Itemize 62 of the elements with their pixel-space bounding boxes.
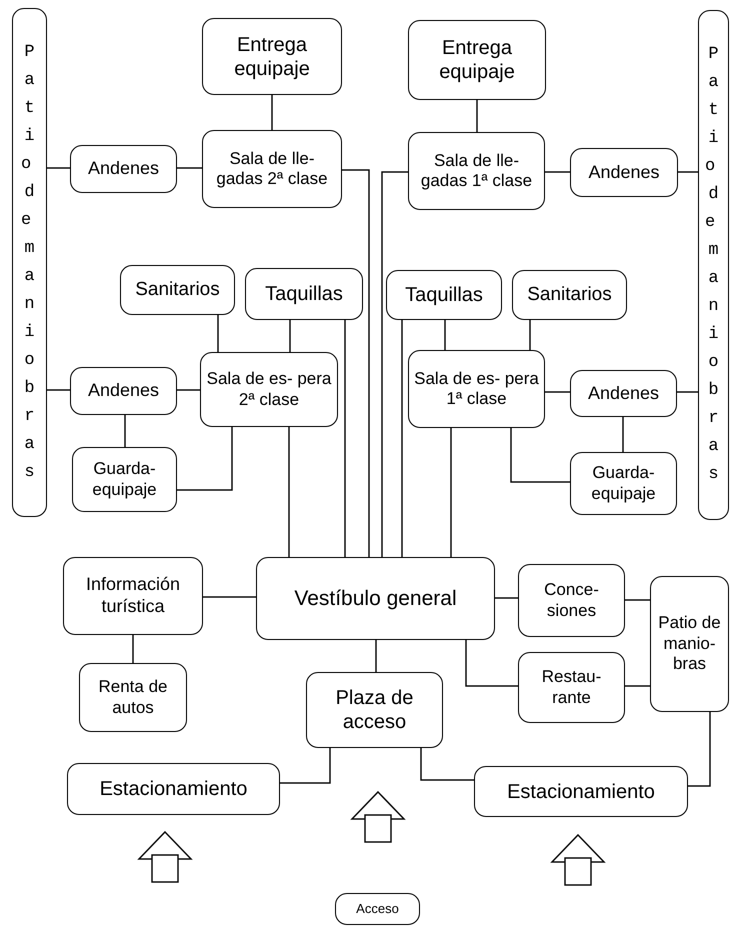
room-box: Sala de es- pera 1ª clase xyxy=(408,350,545,428)
room-box: Información turística xyxy=(63,557,203,635)
room-box: Sala de lle- gadas 2ª clase xyxy=(202,130,342,208)
room-box: Sala de es- pera 2ª clase xyxy=(200,352,338,427)
room-box: Restau- rante xyxy=(518,652,625,723)
room-box: Sala de lle- gadas 1ª clase xyxy=(408,132,545,210)
room-box: Entrega equipaje xyxy=(408,20,546,100)
connector-line xyxy=(625,685,650,687)
connector-line xyxy=(177,167,202,169)
vertical-label-box: Patio de maniobras xyxy=(12,8,47,517)
room-box: Conce- siones xyxy=(518,564,625,637)
connector-line xyxy=(132,635,134,663)
connector-line xyxy=(444,320,446,350)
room-box: Renta de autos xyxy=(79,663,187,732)
connector-line xyxy=(124,415,126,447)
connector-line xyxy=(465,640,518,687)
room-box: Estacionamiento xyxy=(67,763,280,815)
connector-line xyxy=(476,100,478,132)
connector-line xyxy=(47,167,70,169)
room-box: Vestíbulo general xyxy=(256,557,495,640)
connector-line xyxy=(495,597,518,599)
connector-line xyxy=(529,320,531,350)
connector-line xyxy=(625,599,650,601)
room-box: Taquillas xyxy=(386,270,502,320)
room-box: Guarda- equipaje xyxy=(72,447,177,512)
connector-line xyxy=(420,748,474,781)
connector-line xyxy=(271,95,273,130)
connector-line xyxy=(177,389,200,391)
connector-line xyxy=(677,391,698,393)
connector-line xyxy=(545,391,570,393)
connector-line xyxy=(280,748,331,784)
room-box: Sanitarios xyxy=(120,265,235,315)
connector-line xyxy=(450,428,452,557)
room-box: Estacionamiento xyxy=(474,766,688,817)
room-box: Andenes xyxy=(70,367,177,415)
room-box: Andenes xyxy=(570,148,678,197)
connector-line xyxy=(289,320,291,352)
room-box: Andenes xyxy=(570,370,677,417)
connector-line xyxy=(688,712,711,787)
room-box: Taquillas xyxy=(245,268,363,320)
connector-line xyxy=(47,389,70,391)
room-box: Guarda- equipaje xyxy=(570,452,677,515)
room-box: Plaza de acceso xyxy=(306,672,443,748)
connector-line xyxy=(381,171,408,557)
connector-line xyxy=(288,427,290,557)
connector-line xyxy=(622,417,624,452)
room-box: Patio de manio- bras xyxy=(650,576,729,712)
room-box: Andenes xyxy=(70,145,177,193)
vertical-label-box: Patio de maniobras xyxy=(698,10,729,520)
room-box: Sanitarios xyxy=(512,270,627,320)
connector-line xyxy=(510,428,570,483)
connector-line xyxy=(177,427,233,491)
connector-line xyxy=(203,596,256,598)
connector-line xyxy=(342,169,370,557)
connector-line xyxy=(401,320,403,557)
room-box: Entrega equipaje xyxy=(202,18,342,95)
connector-line xyxy=(217,315,219,352)
connector-line xyxy=(344,320,346,557)
connector-line xyxy=(678,171,698,173)
room-box: Acceso xyxy=(335,893,420,925)
connector-line xyxy=(375,640,377,672)
connector-line xyxy=(545,171,570,173)
